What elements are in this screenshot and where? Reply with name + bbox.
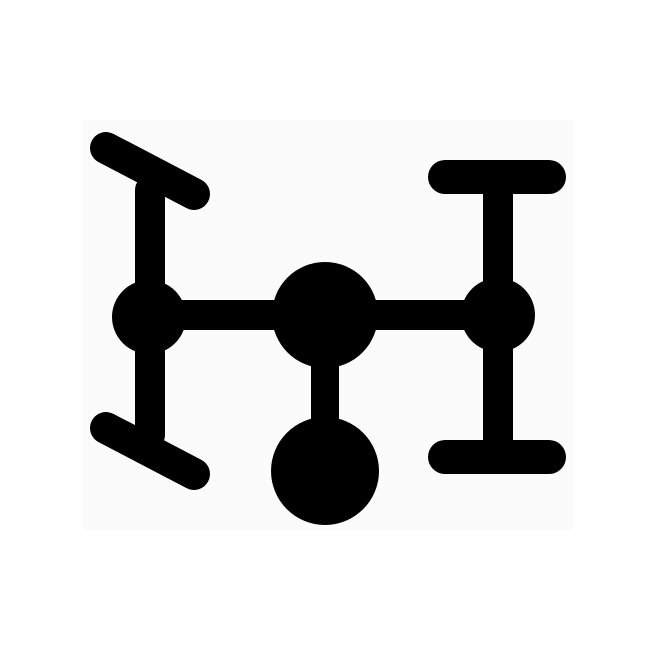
- center-node: [272, 262, 378, 368]
- left-top-cap: [90, 132, 210, 210]
- bottom-node: [271, 417, 379, 525]
- right-node: [461, 278, 535, 352]
- left-bottom-cap: [90, 412, 210, 490]
- left-node: [112, 280, 186, 354]
